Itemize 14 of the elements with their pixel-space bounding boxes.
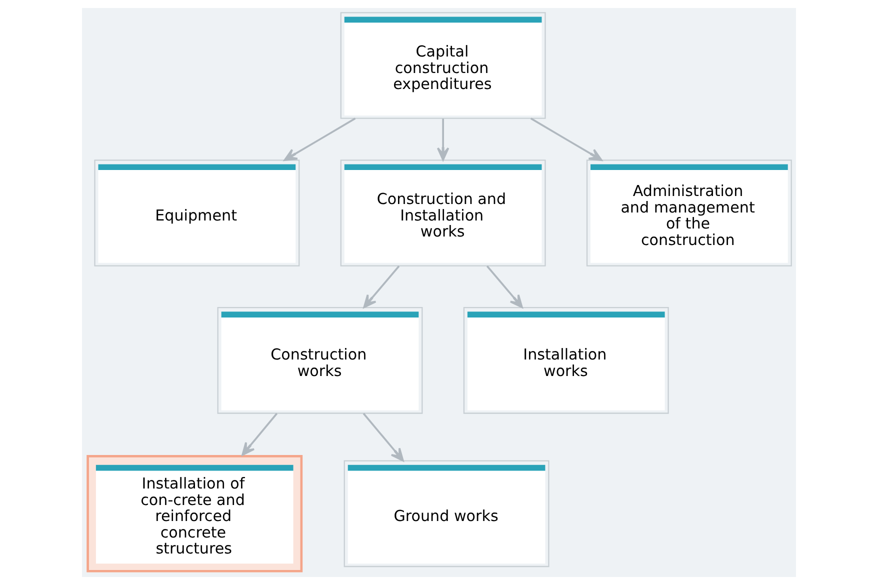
arrow <box>436 118 449 161</box>
arrow <box>241 412 278 456</box>
arrow <box>362 266 400 308</box>
arrow <box>486 266 522 308</box>
node-box: Construction works <box>216 307 422 414</box>
node-box: Construction and Installation works <box>340 160 546 266</box>
arrow <box>283 118 356 161</box>
node-box: Installation works <box>462 307 668 414</box>
node-box: Ground works <box>343 460 549 568</box>
node-box: Administration and management of the construction <box>586 160 792 266</box>
arrow <box>530 118 602 161</box>
node-box: Equipment <box>94 160 300 266</box>
arrow <box>362 412 404 462</box>
node-box: Capital construction expenditures <box>340 12 546 119</box>
